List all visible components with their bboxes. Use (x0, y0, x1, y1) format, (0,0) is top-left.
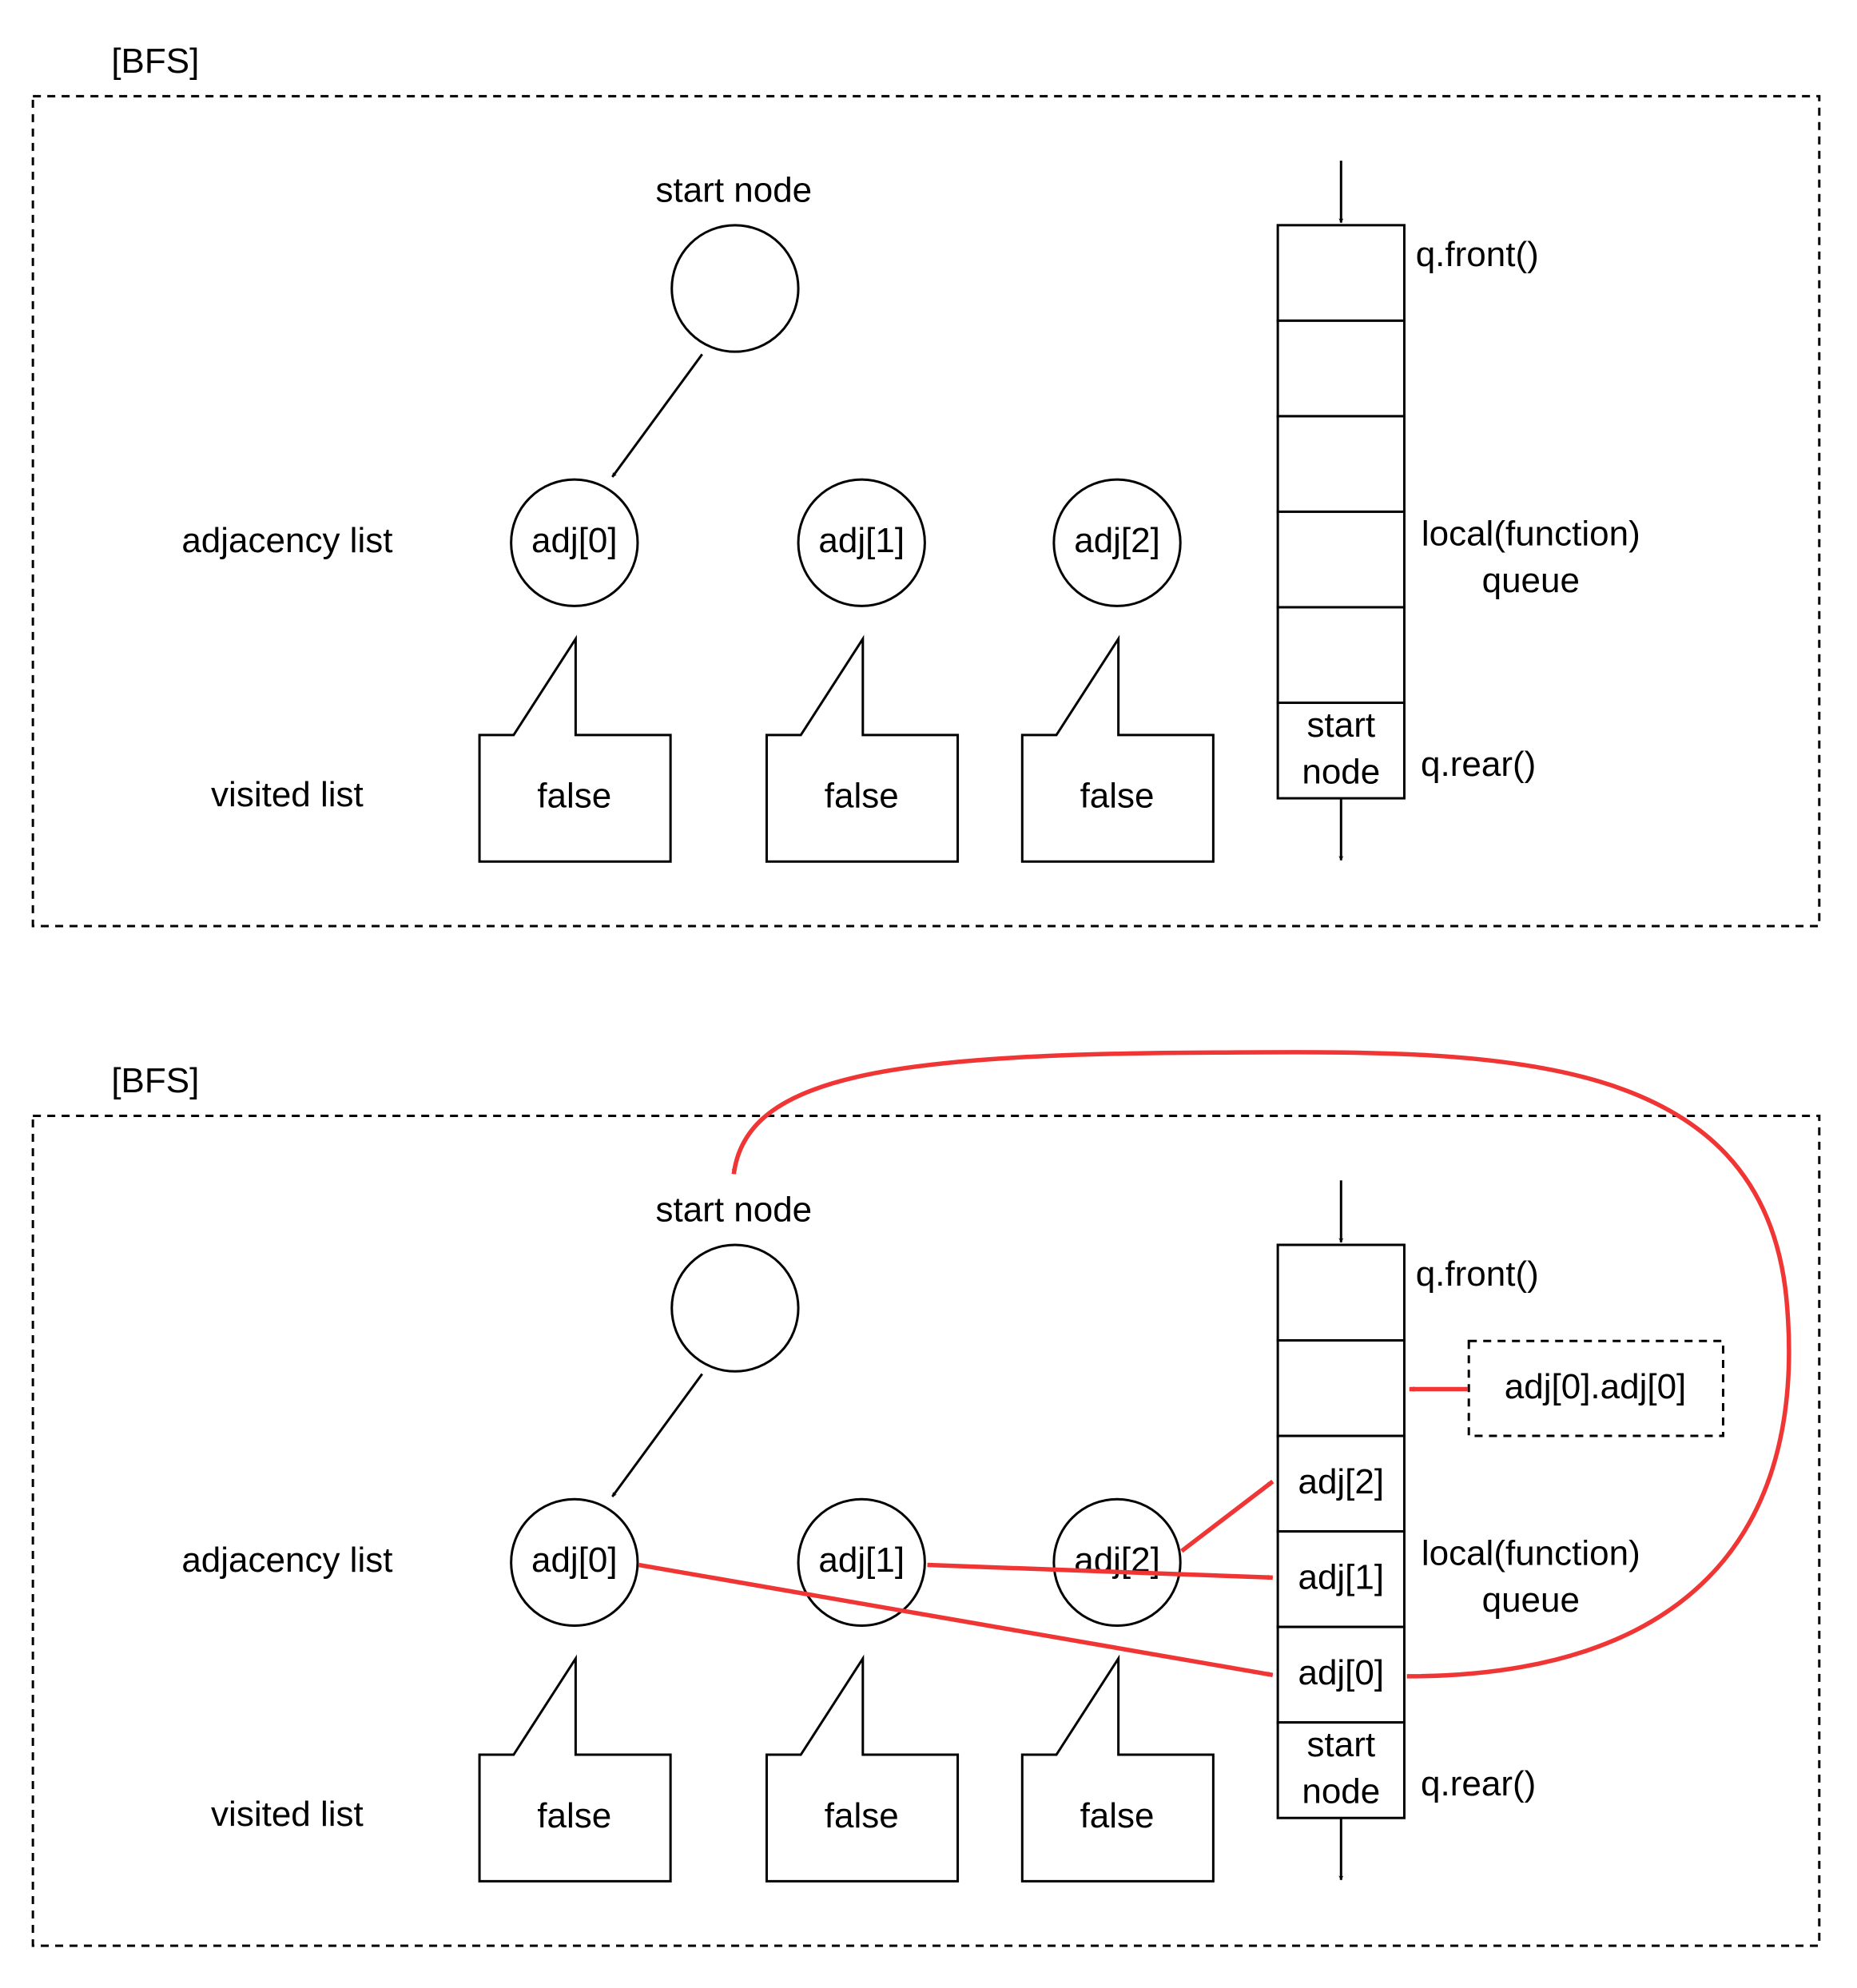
visited-callout-0 (478, 634, 672, 863)
queue-cell-5 (1276, 702, 1406, 800)
queue-rear-label: q.rear() (1421, 1764, 1536, 1803)
visited-callout-1 (765, 1654, 960, 1883)
visited-callout-0 (478, 1654, 672, 1883)
visited-value-0: false (537, 1796, 611, 1835)
panels: [BFS] start node adjacency list visited lis… (31, 42, 1821, 1947)
adj-node-0 (510, 478, 639, 607)
visited-value-1: false (825, 777, 899, 816)
visited-callout-2 (1020, 1654, 1215, 1883)
queue-cell-label-2: adj[2] (1298, 1461, 1384, 1501)
adj-node-label-1: adj[1] (818, 521, 905, 560)
queue-cell-3 (1276, 510, 1406, 609)
queue-cell-4 (1276, 1625, 1406, 1724)
visited-list-label: visited list (211, 775, 364, 814)
queue-cell-5 (1276, 1721, 1406, 1819)
start-node-label: start node (655, 1190, 812, 1229)
bfs-panel-2: [BFS] start node adjacency list visited lis… (31, 1061, 1821, 1947)
visited-value-2: false (1080, 777, 1155, 816)
start-to-adj0-arrow (611, 353, 703, 478)
start-node-circle (670, 1243, 800, 1373)
queue-cell-3 (1276, 1530, 1406, 1628)
adj-node-2 (1052, 1497, 1182, 1628)
visited-callout-1 (765, 634, 960, 863)
adj-node-label-1: adj[1] (818, 1541, 905, 1580)
queue-front-label: q.front() (1416, 1254, 1539, 1294)
bfs-panel-1: [BFS] start node adjacency list visited lis… (31, 42, 1821, 928)
adj-node-label-0: adj[0] (531, 1541, 618, 1580)
queue-cell-label-3: adj[1] (1298, 1557, 1384, 1596)
panel-border (31, 1114, 1821, 1947)
visited-value-0: false (537, 777, 611, 816)
adj-node-2 (1052, 478, 1182, 607)
adj2-enqueue-arrow (1180, 1479, 1274, 1553)
queue-rear-label: q.rear() (1421, 745, 1536, 784)
queue-cell-1 (1276, 1339, 1406, 1437)
adjacency-list-label: adjacency list (181, 521, 392, 560)
queue-label: local(function)queue (1422, 1533, 1640, 1620)
panel-border (31, 94, 1821, 928)
queue-cell-label-4: adj[0] (1298, 1653, 1384, 1692)
visited-value-2: false (1080, 1796, 1155, 1835)
adj-node-1 (797, 1497, 926, 1628)
queue-cell-0 (1276, 224, 1406, 322)
queue-cell-2 (1276, 415, 1406, 513)
adj-node-label-2: adj[2] (1074, 521, 1160, 560)
start-node-circle (670, 224, 800, 353)
adjacency-list-label: adjacency list (181, 1541, 392, 1580)
adj-node-0 (510, 1497, 639, 1628)
visited-list-label: visited list (211, 1795, 364, 1834)
panel-title: [BFS] (111, 42, 199, 81)
visited-callout-2 (1020, 634, 1215, 863)
adj-node-1 (797, 478, 926, 607)
visited-value-1: false (825, 1796, 899, 1835)
queue-front-label: q.front() (1416, 235, 1539, 274)
adj1-enqueue-arrow (927, 1562, 1274, 1580)
pending-item-label: adj[0].adj[0] (1505, 1367, 1687, 1406)
adj0-enqueue-arrow (638, 1562, 1274, 1677)
start-to-adj0-arrow (611, 1373, 703, 1497)
queue-label: local(function)queue (1422, 514, 1640, 600)
adj-node-label-0: adj[0] (531, 521, 618, 560)
traversal-arrows (638, 1050, 1791, 1679)
queue-cell-0 (1276, 1243, 1406, 1342)
start-node-label: start node (655, 170, 812, 209)
queue-cell-4 (1276, 606, 1406, 705)
panel-title: [BFS] (111, 1061, 199, 1100)
dequeue-loop-arrow (731, 1050, 1791, 1679)
pending-item-box (1467, 1339, 1724, 1437)
queue-cell-1 (1276, 319, 1406, 418)
